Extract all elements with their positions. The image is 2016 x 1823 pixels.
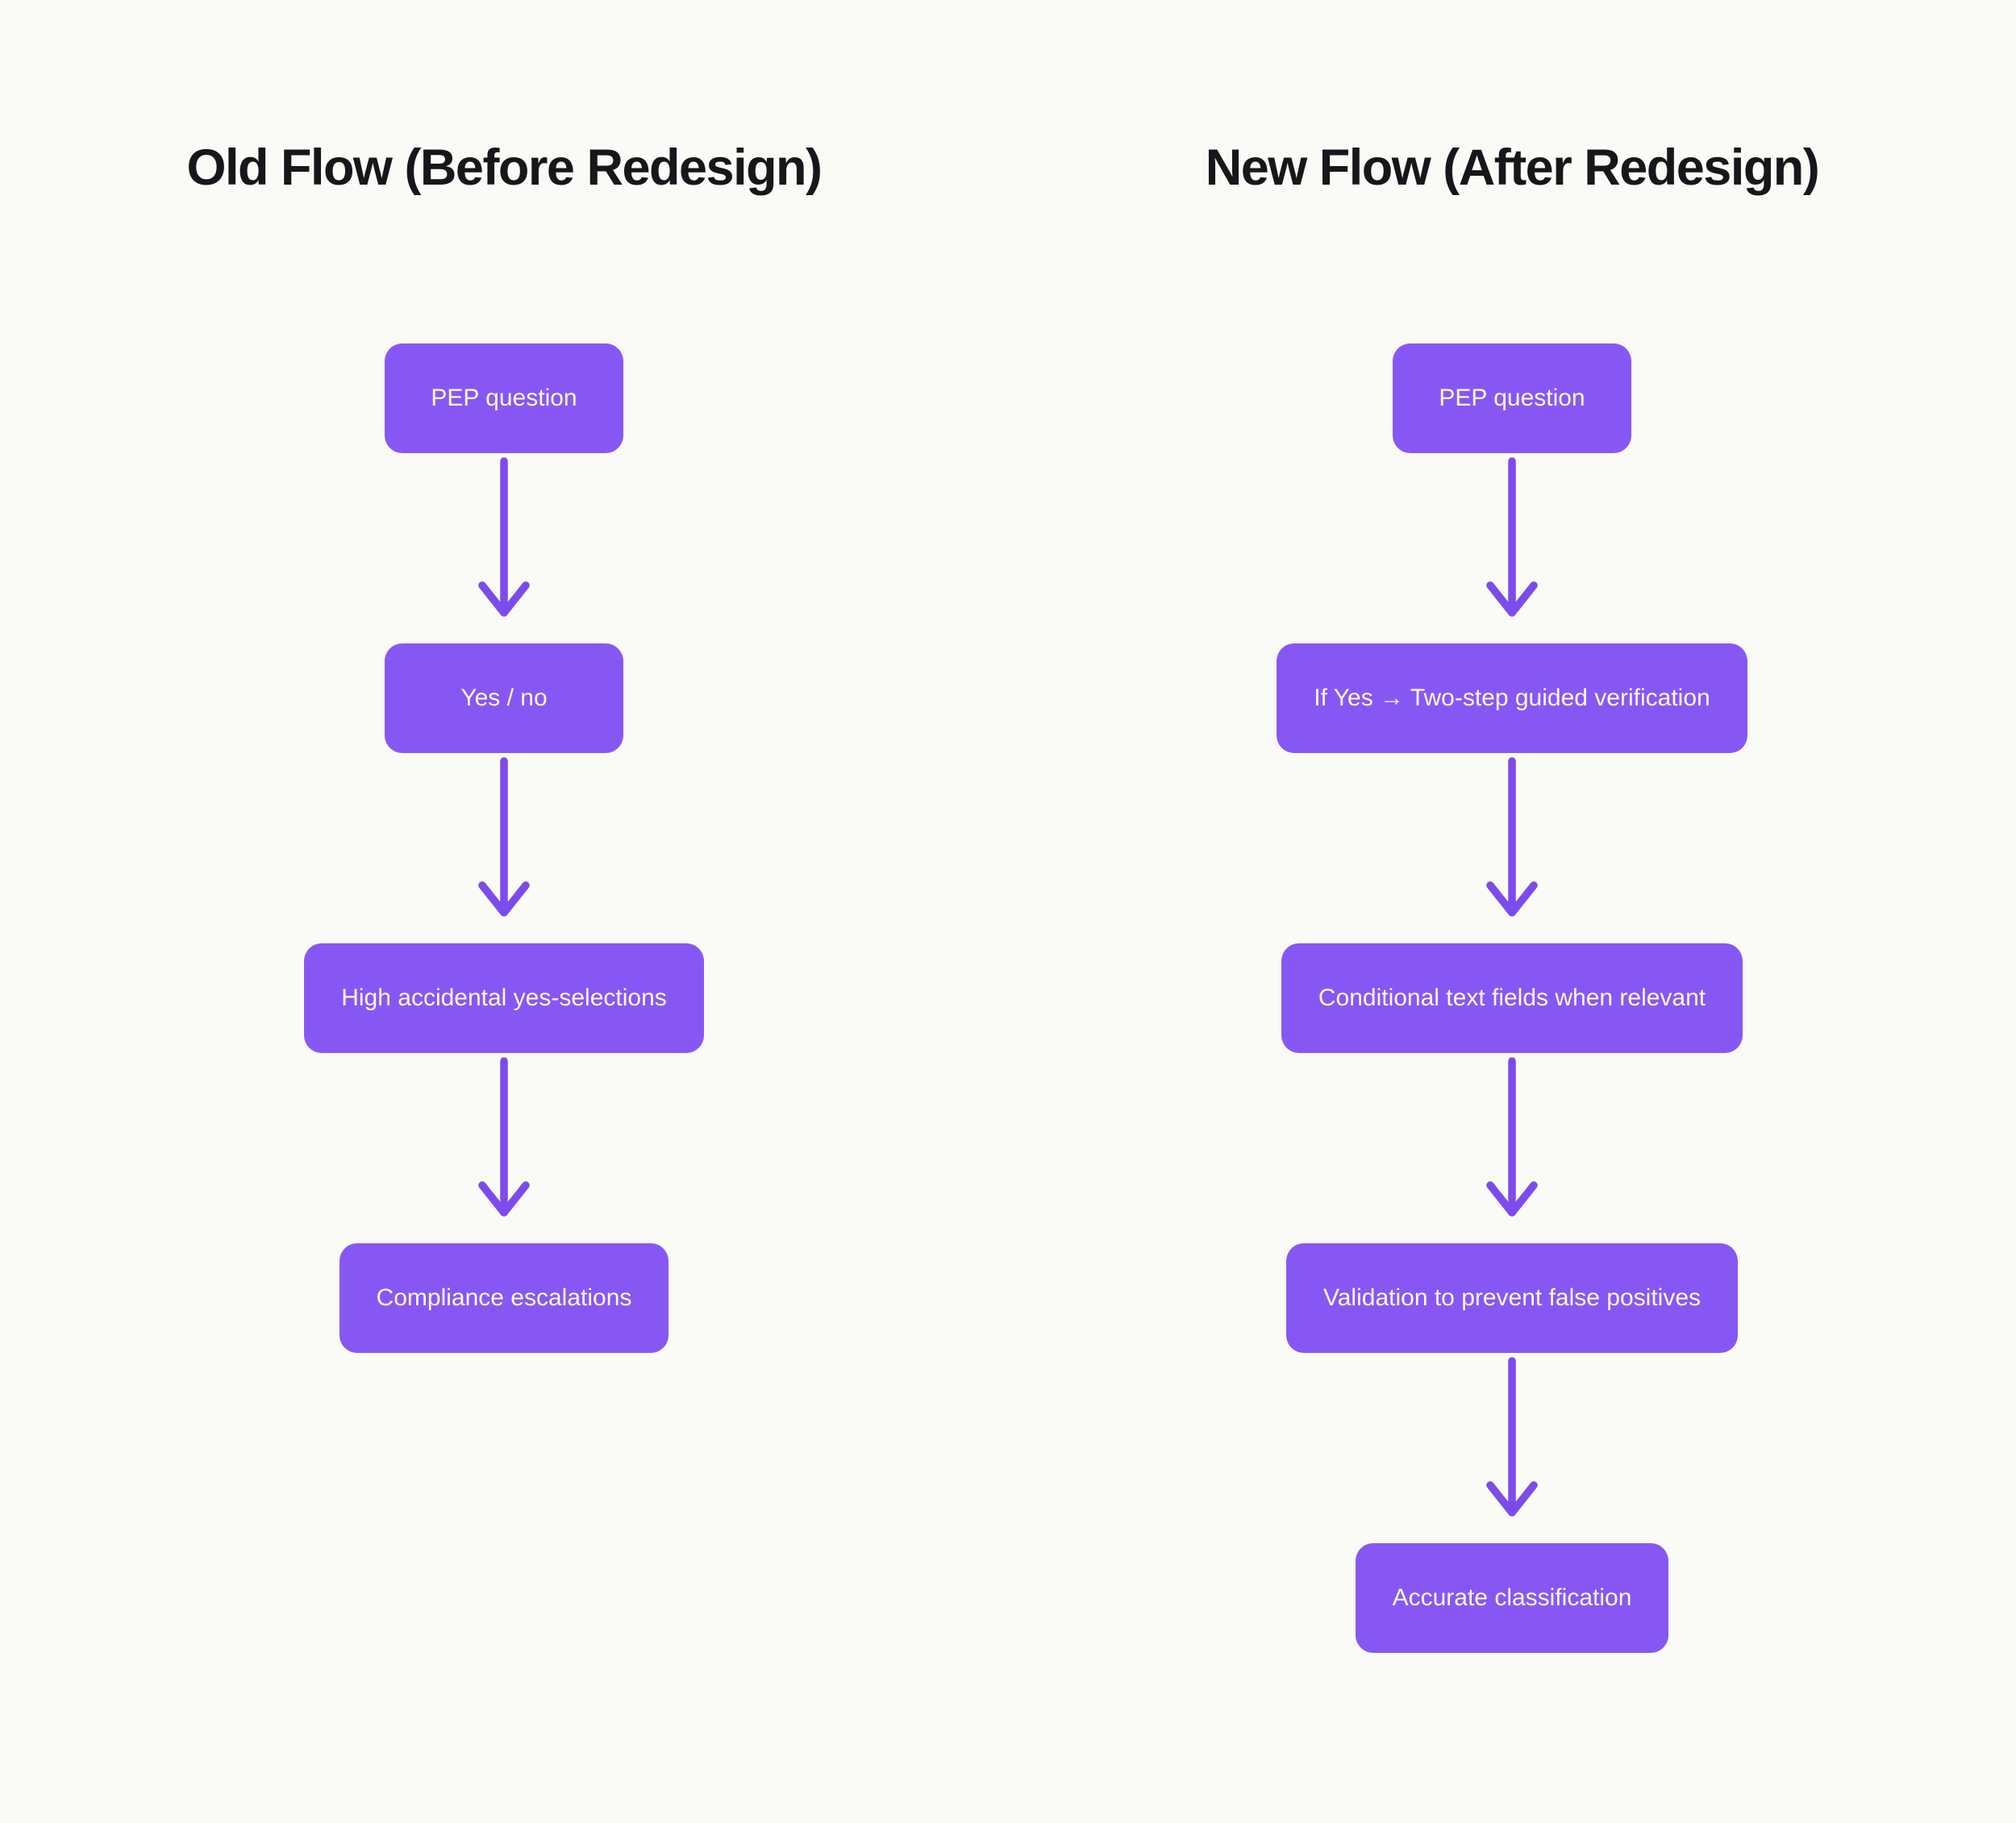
flow-title-new: New Flow (After Redesign) (1205, 139, 1820, 196)
flow-node-accurate-classification: Accurate classification (1355, 1543, 1669, 1653)
flow-node-compliance-escalations: Compliance escalations (339, 1243, 669, 1353)
arrow-down-icon (1486, 757, 1538, 917)
flow-nodes-new: PEP question If Yes → Two-step guided ve… (1277, 343, 1747, 1653)
arrow-down-icon (478, 457, 530, 617)
flow-node-validation-false-positives: Validation to prevent false positives (1285, 1243, 1739, 1353)
flow-nodes-old: PEP question Yes / no High accidental ye… (304, 343, 704, 1353)
arrow-down-icon (478, 1057, 530, 1217)
arrow-down-icon (1486, 457, 1538, 617)
arrow-down-icon (1486, 1357, 1538, 1517)
flow-node-pep-question: PEP question (1393, 343, 1631, 453)
arrow-down-icon (1486, 1057, 1538, 1217)
flow-column-old: Old Flow (Before Redesign) PEP question … (186, 139, 823, 1353)
flow-node-accidental-selections: High accidental yes-selections (304, 943, 704, 1053)
flow-title-old: Old Flow (Before Redesign) (186, 139, 823, 196)
arrow-down-icon (478, 757, 530, 917)
flow-node-yes-no: Yes / no (384, 643, 623, 753)
flow-node-pep-question: PEP question (384, 343, 623, 453)
flow-node-two-step-verification: If Yes → Two-step guided verification (1277, 643, 1747, 753)
flow-column-new: New Flow (After Redesign) PEP question I… (1008, 0, 2016, 1823)
flow-node-conditional-text-fields: Conditional text fields when relevant (1281, 943, 1743, 1053)
